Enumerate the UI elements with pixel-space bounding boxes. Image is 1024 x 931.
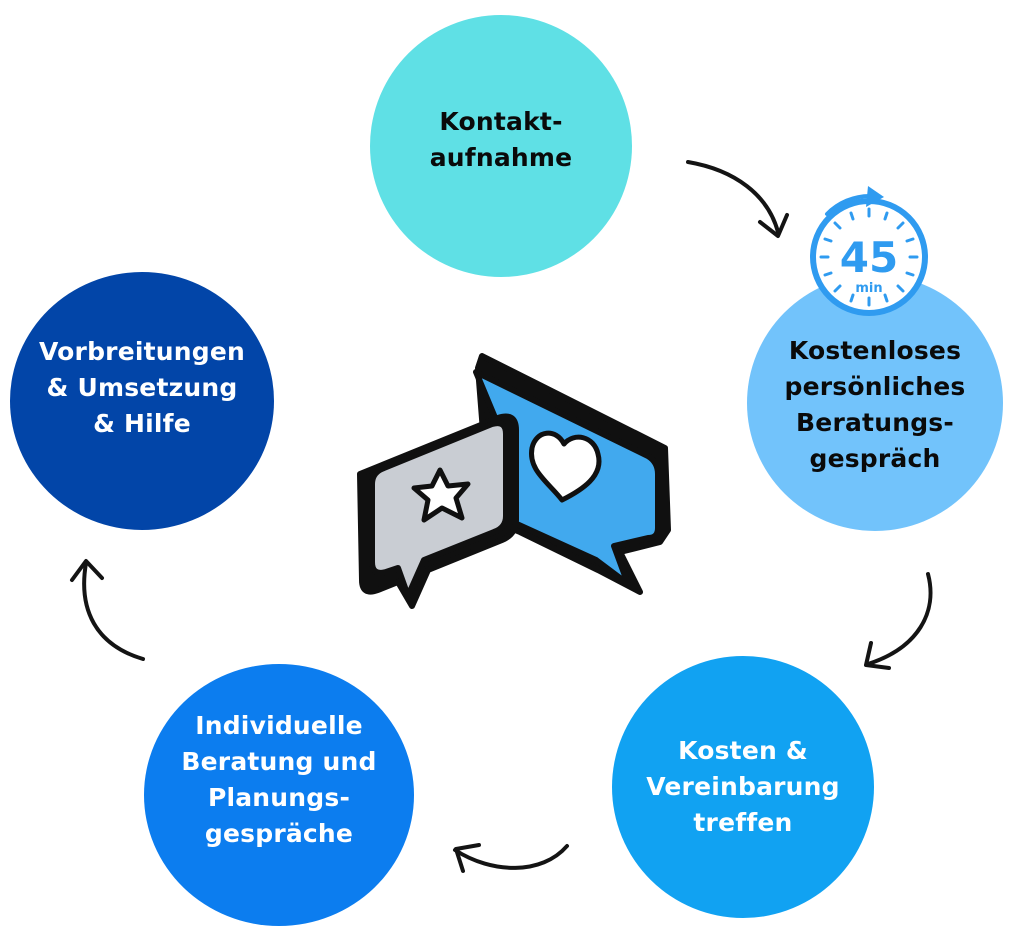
- step-circle-kosten-vereinbarung: Kosten & Vereinbarung treffen: [612, 656, 874, 918]
- heart-bubble: [473, 353, 671, 595]
- step-label: Individuelle Beratung und Planungs- gesp…: [181, 711, 377, 848]
- chat-bubbles-star-heart-icon: [357, 353, 671, 609]
- step-circle-vorbereitungen: Vorbreitungen & Umsetzung & Hilfe: [10, 272, 274, 530]
- curved-arrow-icon: [864, 572, 933, 670]
- curved-arrow-icon: [453, 843, 569, 873]
- step-label: Kostenloses persönliches Beratungs- gesp…: [784, 336, 966, 473]
- curved-arrow-icon: [686, 160, 789, 238]
- step-circle-beratungsgespraech: Kostenloses persönliches Beratungs- gesp…: [747, 275, 1003, 531]
- step-label: Kosten & Vereinbarung treffen: [646, 736, 840, 837]
- star-bubble: [357, 413, 519, 609]
- curved-arrow-icon: [70, 559, 145, 661]
- step-circle-individuelle-beratung: Individuelle Beratung und Planungs- gesp…: [144, 664, 414, 926]
- step-circle-kontaktaufnahme: Kontakt- aufnahme: [370, 15, 632, 277]
- step-label: Vorbreitungen & Umsetzung & Hilfe: [38, 337, 246, 438]
- step-label: Kontakt- aufnahme: [429, 107, 573, 172]
